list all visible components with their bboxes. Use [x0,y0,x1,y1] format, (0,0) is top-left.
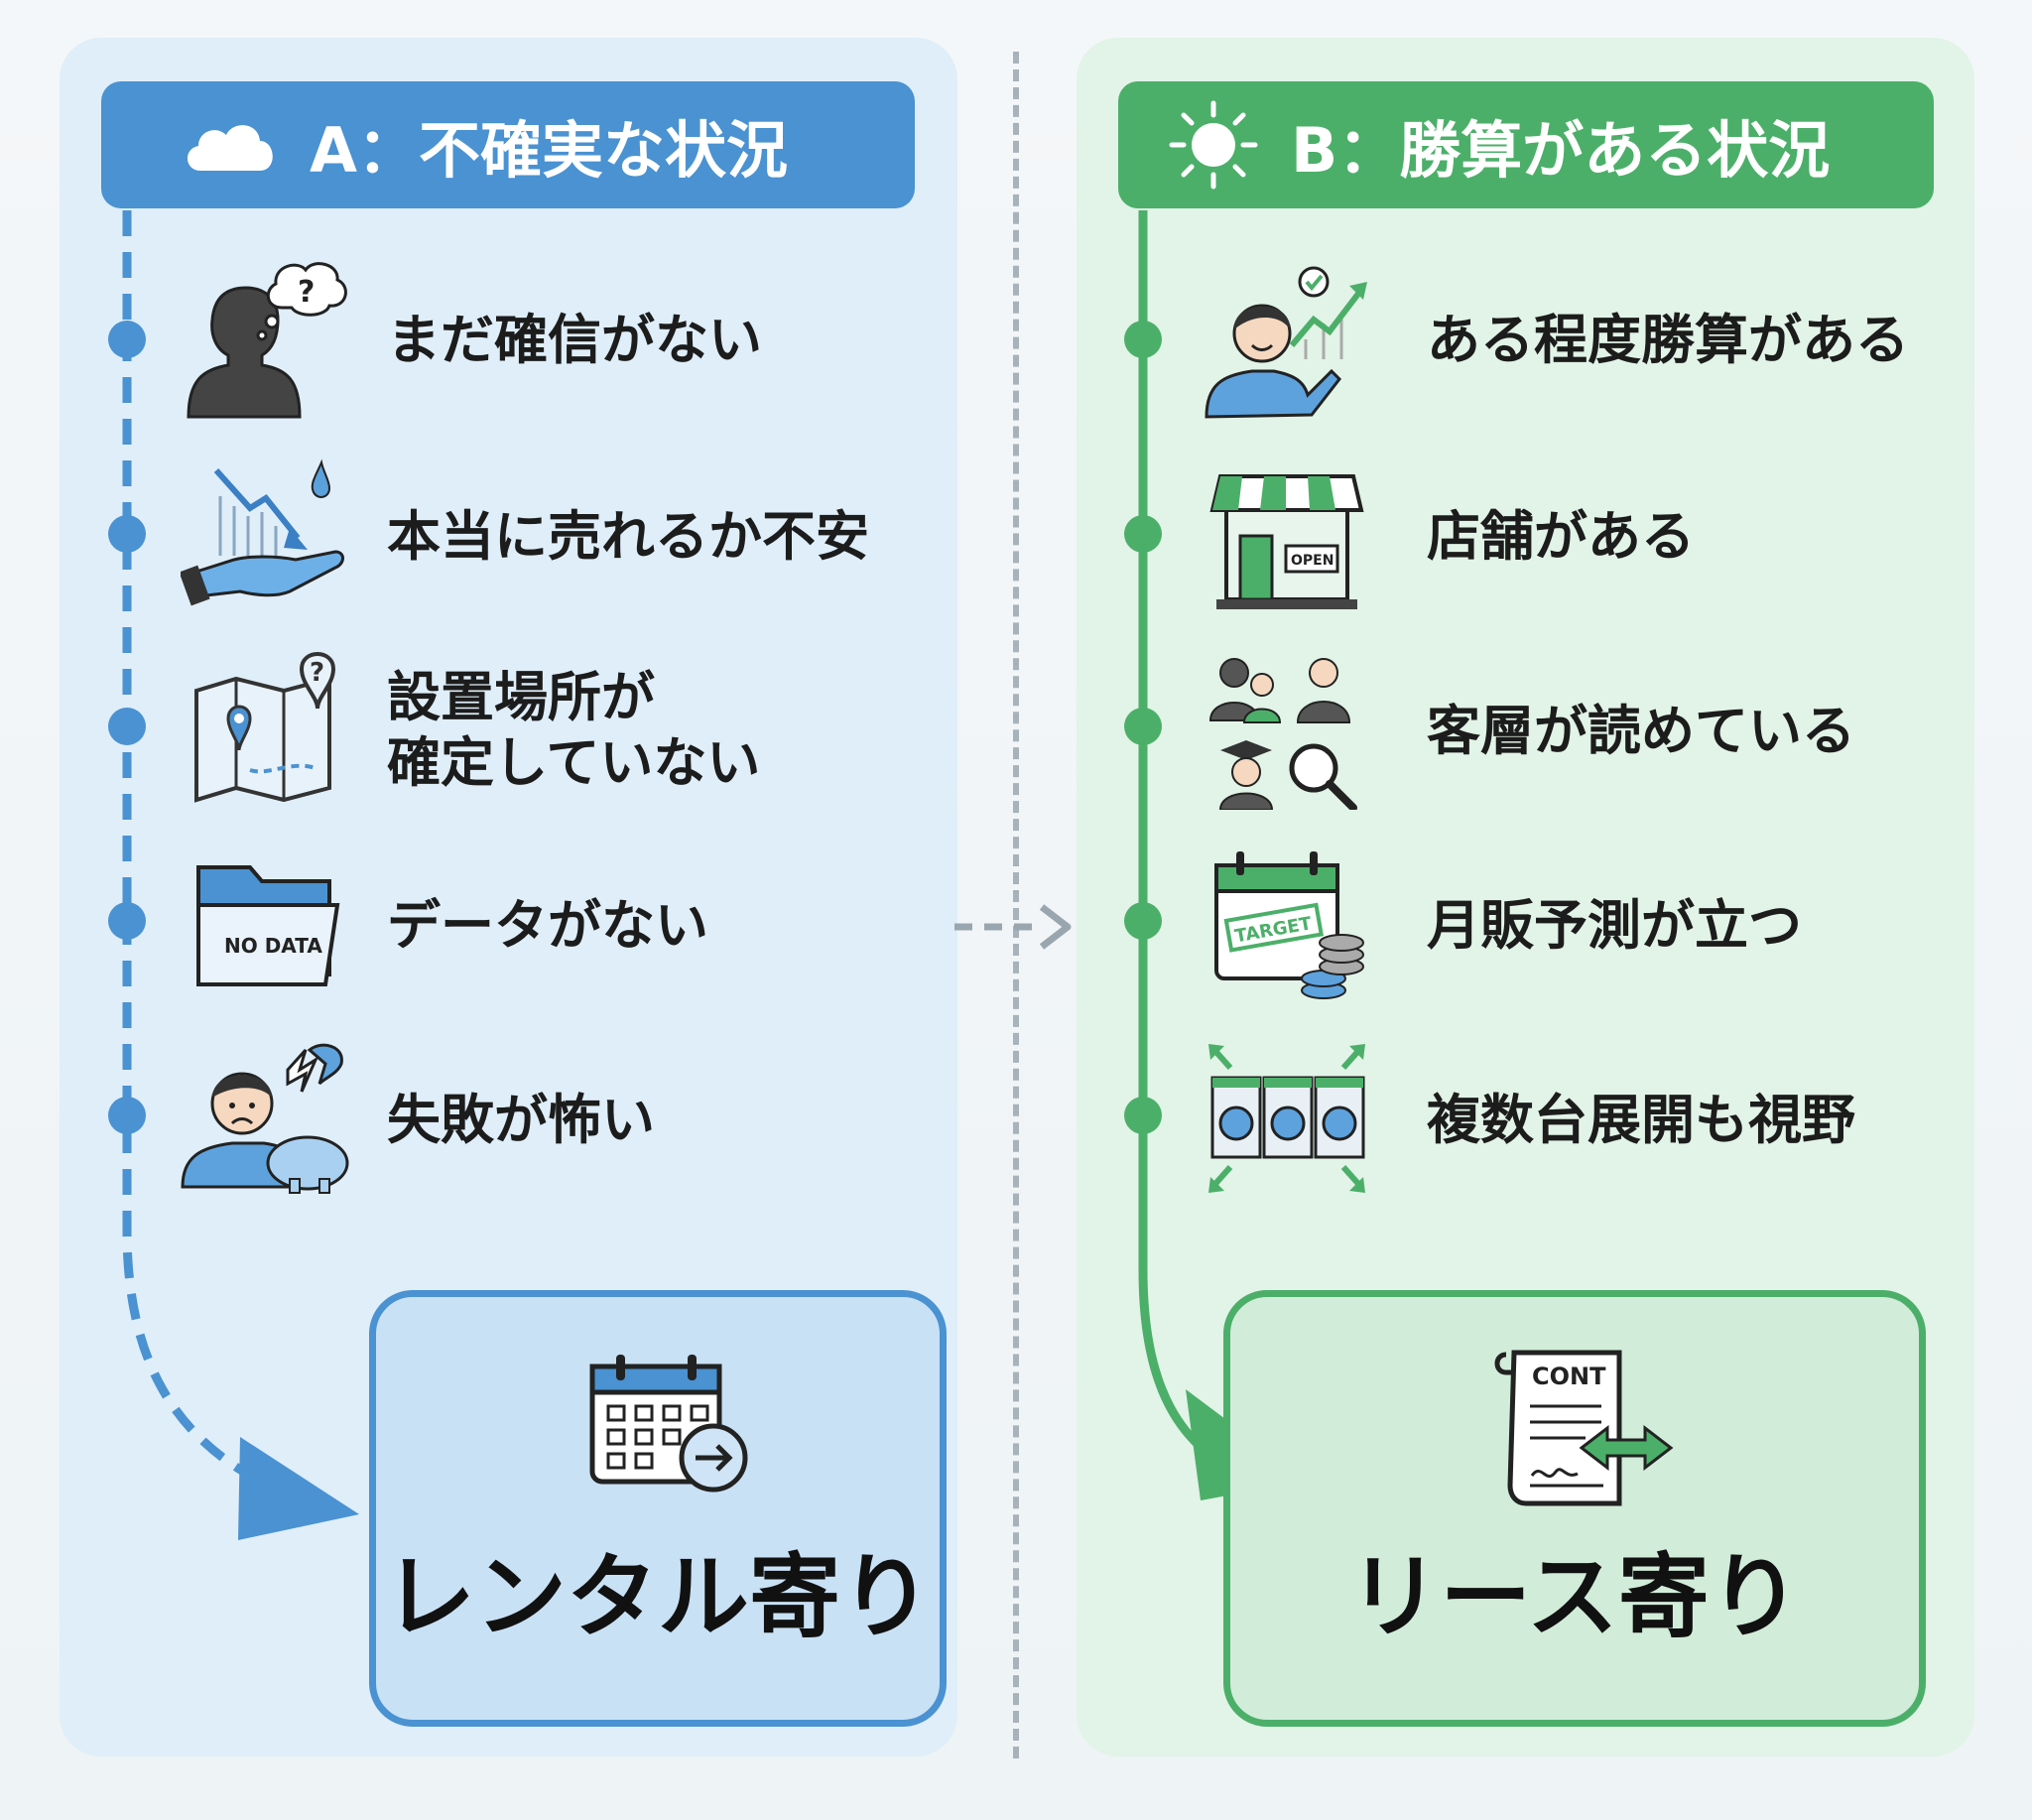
rental-result-box: レンタル寄り [369,1290,947,1727]
panel-a-item-4: NO DATA データがない [0,845,2032,1004]
center-divider [1013,52,1019,1758]
panel-b-item-4-label: 月販予測が立つ [1427,894,1802,957]
storefront-icon: OPEN [1209,474,1364,609]
panel-a-item-1-label: まだ確信がない [387,309,762,371]
calendar-arrow-icon [589,1355,748,1493]
rental-result-label: レンタル寄り [383,1544,932,1650]
no-data-folder-icon: NO DATA [196,865,340,986]
contract-text: CONT [1532,1363,1606,1390]
lease-result-label: リース寄り [1348,1544,1801,1650]
person-question-icon: ? [187,262,347,419]
panel-b-item-2: OPEN 店舗がある [0,456,2032,615]
panel-b-nodes [1124,321,1162,1134]
svg-text:?: ? [298,275,315,310]
lease-result-box: CONT リース寄り [1223,1290,1926,1727]
washing-machines-expand-icon [1208,1044,1365,1193]
cloud-icon [187,125,273,171]
panel-b-item-5: 複数台展開も視野 [0,1040,2032,1199]
panel-a-item-1: ? まだ確信がない [0,260,2032,419]
panel-a-item-4-label: データがない [387,894,708,957]
worried-person-piggybank-icon [181,1043,349,1194]
panel-a-arrowhead [238,1437,359,1540]
panel-a-item-2-label: 本当に売れるか不安 [387,505,869,568]
panel-a-header: A：不確実な状況 [101,81,915,208]
panel-b-item-4: TARGET 月販予測が立つ [0,845,2032,1004]
map-question-icon: ? [194,652,336,803]
panel-b-item-1: ある程度勝算がある [0,260,2032,419]
panel-b-header: B：勝算がある状況 [1118,81,1934,208]
middle-arrow [954,904,1072,950]
target-calendar-coins-icon: TARGET [1214,851,1364,999]
panel-b-item-1-label: ある程度勝算がある [1427,309,1909,371]
panel-a-item-5-label: 失敗が怖い [387,1089,655,1151]
panel-b-title: B：勝算がある状況 [1291,114,1831,187]
customer-group-search-icon [1208,658,1357,810]
panel-b-item-3-label: 客層が読めている [1427,700,1855,762]
falling-chart-hand-icon [181,458,344,606]
no-data-text: NO DATA [224,934,322,958]
panel-a-item-3-label: 設置場所が 確定していない [387,666,761,794]
panel-b-item-2-label: 店舗がある [1427,505,1695,568]
panel-b-item-3: 客層が読めている [0,651,2032,810]
contract-exchange-icon: CONT [1494,1350,1674,1506]
sun-icon [1169,100,1258,190]
panel-a-item-3: ? 設置場所が 確定していない [0,651,2032,810]
open-sign-text: OPEN [1291,553,1334,569]
svg-text:?: ? [310,658,324,688]
panel-a-item-5: 失敗が怖い [0,1040,2032,1199]
panel-a-nodes [108,321,146,1134]
panel-a-title: A：不確実な状況 [310,114,788,187]
panel-a-item-2: 本当に売れるか不安 [0,456,2032,615]
panel-b-item-5-label: 複数台展開も視野 [1427,1089,1855,1151]
person-growth-chart-icon [1205,266,1367,419]
